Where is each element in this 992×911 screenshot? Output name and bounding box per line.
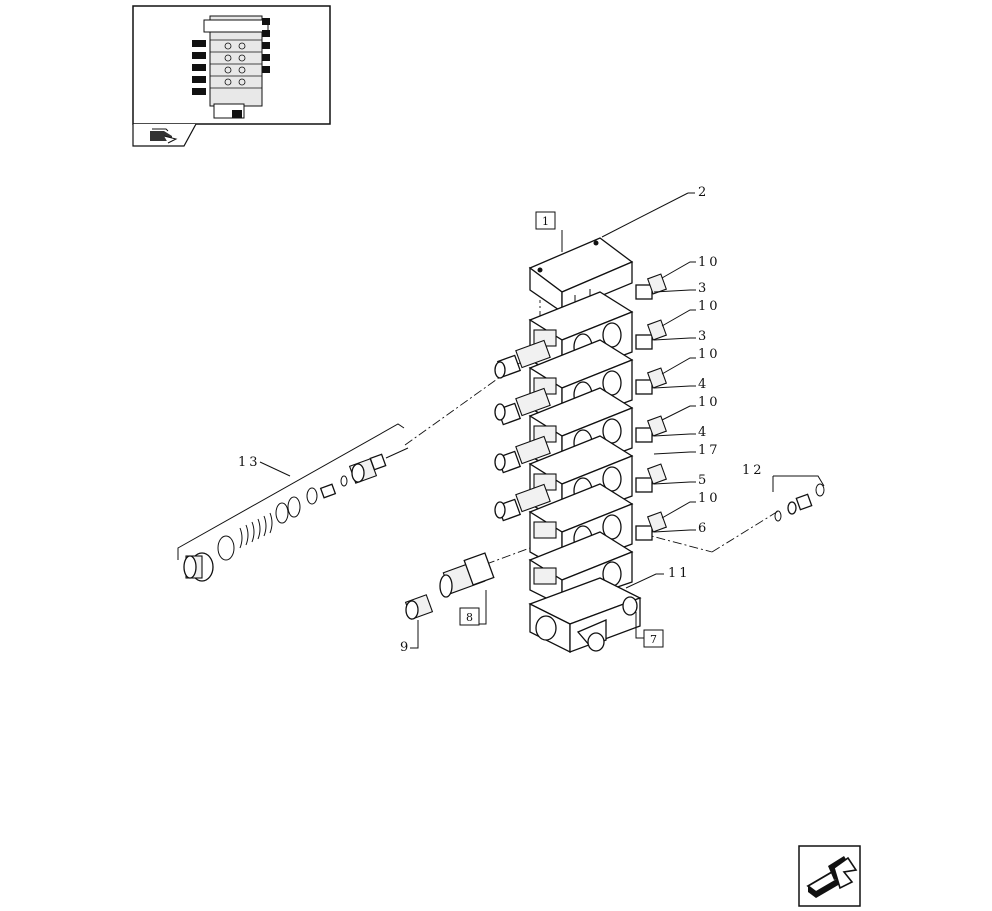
callout-10: 10 [698, 395, 721, 410]
right-fittings [635, 273, 668, 541]
callout-12: 12 [742, 463, 765, 478]
callout-6: 6 [698, 521, 709, 536]
part-12-kit [774, 483, 825, 522]
left-spool-ends [494, 339, 551, 522]
callout-17: 17 [698, 443, 721, 458]
callout-10: 10 [698, 299, 721, 314]
callout-10: 10 [698, 255, 721, 270]
relief-valve-exploded [183, 447, 409, 582]
callout-3: 3 [698, 281, 709, 296]
boxed-callout-8: 8 [459, 607, 480, 626]
boxed-callout-7: 7 [643, 629, 664, 648]
boxed-callout-1: 1 [535, 211, 556, 230]
callout-2: 2 [698, 185, 709, 200]
callout-10: 10 [698, 347, 721, 362]
leader-lines [177, 192, 825, 649]
callout-13: 13 [238, 455, 261, 470]
svg-text:7: 7 [650, 633, 657, 646]
thumbnail-tab[interactable] [132, 123, 197, 147]
callout-10: 10 [698, 491, 721, 506]
callout-4: 4 [698, 425, 709, 440]
part-9-cap [404, 594, 434, 620]
next-page-button[interactable] [798, 845, 861, 907]
svg-text:8: 8 [466, 611, 473, 624]
end-cover [528, 577, 642, 654]
thumbnail-frame[interactable] [132, 5, 331, 125]
valve-stack [494, 237, 668, 654]
callout-4: 4 [698, 377, 709, 392]
callout-9: 9 [400, 640, 411, 655]
valve-assembly-thumbnail [192, 15, 270, 119]
callout-3: 3 [698, 329, 709, 344]
next-page-arrow-icon [806, 856, 858, 898]
callout-labels: 2 10 3 10 3 10 4 10 4 17 5 10 6 11 12 13… [238, 185, 765, 655]
callout-5: 5 [698, 473, 709, 488]
callout-11: 11 [668, 566, 691, 581]
svg-text:1: 1 [542, 215, 549, 228]
part-8-plug [439, 552, 495, 598]
book-icon [150, 128, 178, 144]
